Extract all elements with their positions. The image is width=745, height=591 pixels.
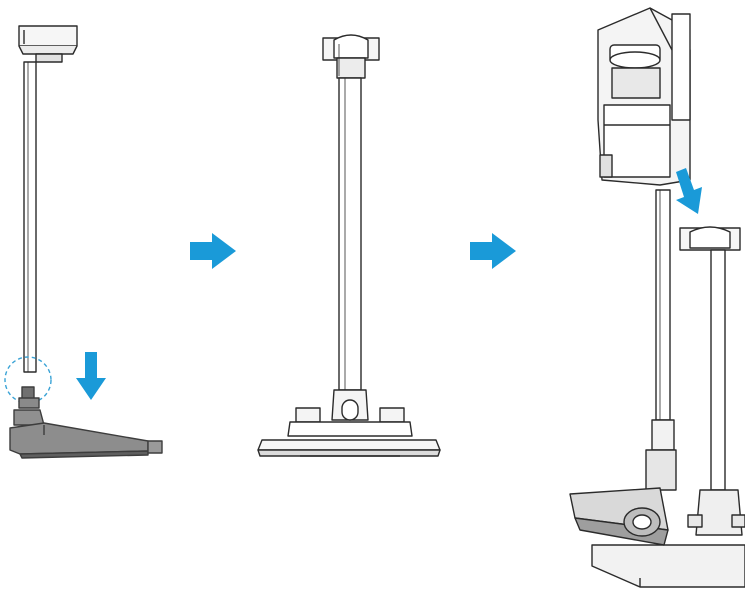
docking-stand-tube: [679, 226, 745, 536]
down-arrow-icon: [676, 168, 702, 214]
right-arrow-icon: [190, 233, 236, 269]
stand-tube: [338, 77, 362, 391]
down-arrow-icon: [76, 352, 106, 400]
pole-tube: [23, 61, 37, 373]
vacuum-wand: [645, 189, 677, 491]
stand-top-bracket: [322, 34, 380, 79]
stand-base: [257, 407, 441, 457]
step-1-pole-into-base: [4, 25, 163, 459]
stand-base-gray: [9, 386, 163, 459]
right-arrow-icon: [470, 233, 516, 269]
step-2-assembled-stand: [257, 34, 441, 457]
pole-top-bracket: [18, 25, 78, 63]
step-3-vacuum-docking: [569, 7, 745, 588]
stand-connector: [331, 389, 369, 421]
vacuum-floor-head: [569, 487, 669, 546]
vacuum-motor-body: [597, 7, 691, 186]
docking-base-plate: [591, 544, 745, 588]
